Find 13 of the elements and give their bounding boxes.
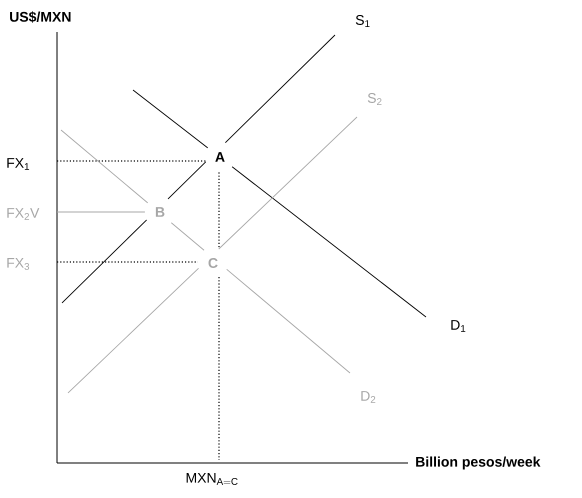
quantity-label: $\mathsf{MXN}_{\mathsf{A} = \mathsf{C}}$: [186, 473, 238, 485]
point-label: B: [156, 207, 164, 217]
price-label: FX$_{3}$: [7, 258, 30, 270]
curve-label: D$_{1}$: [451, 320, 466, 332]
curve-label: S$_{2}$: [368, 93, 382, 105]
price-label: FX$_{2}$V: [7, 208, 40, 220]
axis-label: Billion pesos/week: [416, 456, 540, 470]
point-label: A: [215, 152, 225, 162]
curve-label: D$_{2}$: [361, 391, 376, 403]
price-label: FX$_{1}$: [7, 158, 30, 170]
curve-label: S$_{1}$: [356, 15, 370, 27]
axis-label: US$/MXN: [10, 11, 70, 23]
point-label: C: [208, 258, 218, 268]
